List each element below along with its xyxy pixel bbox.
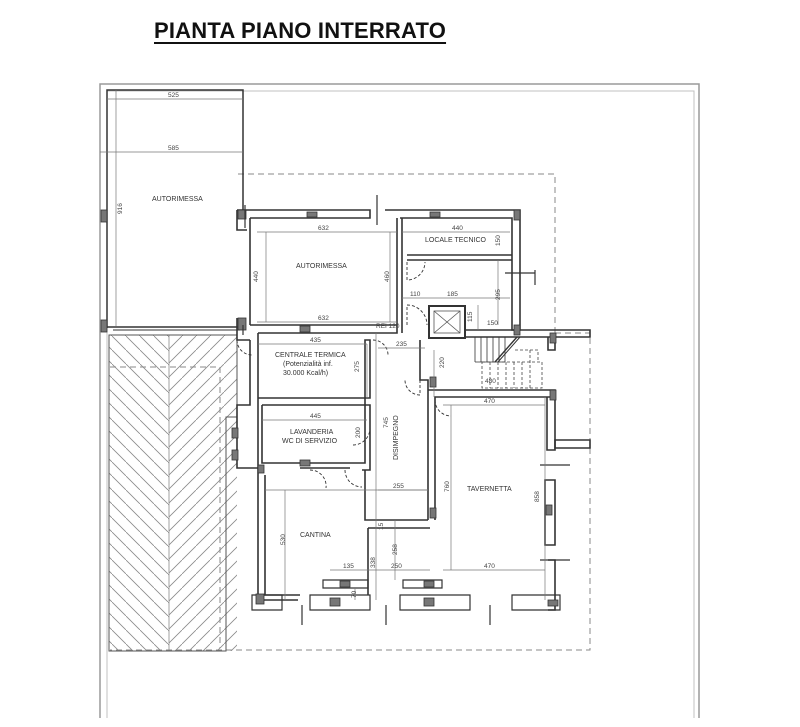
dimension-lines xyxy=(100,90,546,600)
room-label-locale-tecnico: LOCALE TECNICO xyxy=(425,237,486,244)
svg-text:460: 460 xyxy=(384,271,391,282)
svg-text:338: 338 xyxy=(370,557,377,568)
svg-text:200: 200 xyxy=(355,427,362,438)
svg-text:15: 15 xyxy=(378,522,385,530)
svg-text:150: 150 xyxy=(495,235,502,246)
svg-text:135: 135 xyxy=(343,563,354,570)
room-label-tavernetta: TAVERNETTA xyxy=(467,486,512,493)
svg-text:250: 250 xyxy=(391,563,402,570)
svg-text:275: 275 xyxy=(354,361,361,372)
svg-text:632: 632 xyxy=(318,315,329,322)
svg-text:445: 445 xyxy=(310,413,321,420)
svg-text:440: 440 xyxy=(253,271,260,282)
svg-text:435: 435 xyxy=(310,337,321,344)
room-label-autorimessa-esterna: AUTORIMESSA xyxy=(152,196,203,203)
property-boundary xyxy=(99,83,700,718)
svg-text:440: 440 xyxy=(452,225,463,232)
room-label-cantina: CANTINA xyxy=(300,532,331,539)
room-label-disimpegno: DISIMPEGNO xyxy=(393,415,400,460)
building-walls xyxy=(236,209,591,611)
svg-text:745: 745 xyxy=(383,417,390,428)
svg-text:115: 115 xyxy=(467,311,474,322)
svg-text:255: 255 xyxy=(393,483,404,490)
svg-text:258: 258 xyxy=(392,544,399,555)
stair-dimension: 480 xyxy=(485,378,496,385)
svg-text:110: 110 xyxy=(410,291,421,298)
svg-text:150: 150 xyxy=(487,320,498,327)
autorimessa-esterna-outline xyxy=(106,89,244,331)
svg-text:470: 470 xyxy=(484,398,495,405)
svg-text:525: 525 xyxy=(168,92,179,99)
pillar xyxy=(100,319,108,333)
room-labels: AUTORIMESSA AUTORIMESSA LOCALE TECNICO C… xyxy=(152,196,512,539)
svg-text:235: 235 xyxy=(396,341,407,348)
room-sublabel-potenzialita: (Potenzialità inf. xyxy=(283,361,333,368)
room-label-autorimessa: AUTORIMESSA xyxy=(296,263,347,270)
window-marks xyxy=(242,195,570,625)
room-label-lavanderia: LAVANDERIA xyxy=(290,429,334,436)
svg-text:760: 760 xyxy=(444,481,451,492)
elevator-icon xyxy=(433,310,461,334)
svg-text:858: 858 xyxy=(534,491,541,502)
svg-text:70: 70 xyxy=(351,590,358,598)
rei-label: REI 120 xyxy=(376,323,400,330)
svg-text:220: 220 xyxy=(439,357,446,368)
pillar xyxy=(100,209,108,223)
room-sublabel-wc: WC DI SERVIZIO xyxy=(282,438,338,445)
staircase-icon xyxy=(474,336,543,389)
page-title: PIANTA PIANO INTERRATO xyxy=(154,18,447,43)
room-sublabel-kcal: 30.000 Kcal/h) xyxy=(283,370,328,377)
ramp-hatch xyxy=(108,334,238,652)
room-label-centrale-termica: CENTRALE TERMICA xyxy=(275,352,346,359)
door-swings xyxy=(236,261,452,489)
svg-text:295: 295 xyxy=(495,289,502,300)
svg-text:632: 632 xyxy=(318,225,329,232)
pillars xyxy=(231,209,559,607)
svg-text:916: 916 xyxy=(117,203,124,214)
svg-text:530: 530 xyxy=(280,534,287,545)
dimension-labels: 525 585 916 632 632 440 460 440 150 295 … xyxy=(117,92,541,598)
svg-text:470: 470 xyxy=(484,563,495,570)
svg-text:185: 185 xyxy=(447,291,458,298)
svg-text:585: 585 xyxy=(168,145,179,152)
